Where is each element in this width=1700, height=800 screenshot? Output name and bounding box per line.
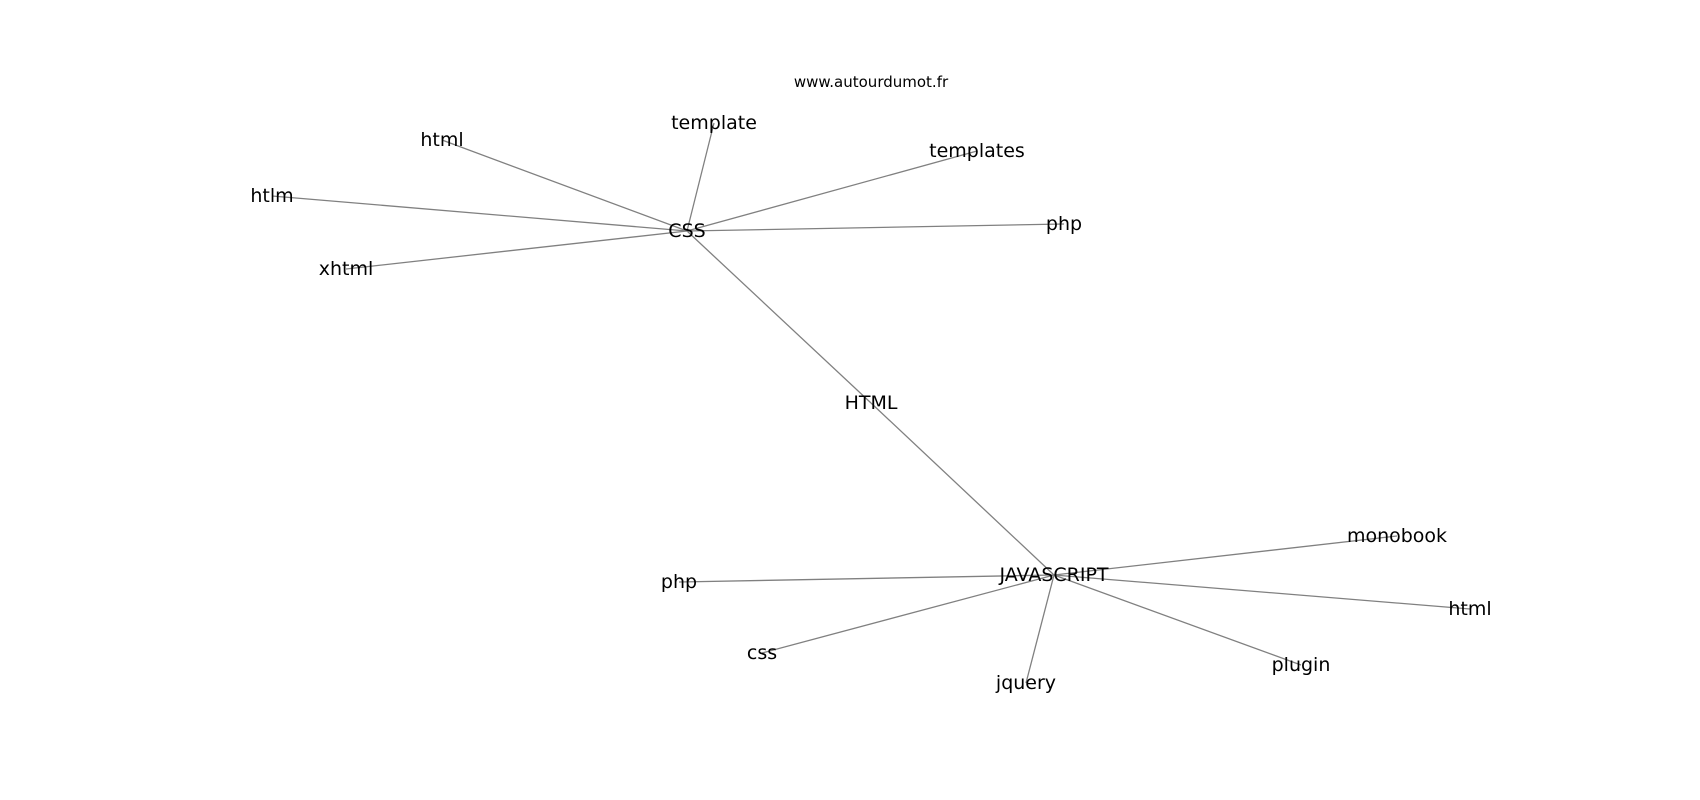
edge-css-css_htlm <box>271 195 688 232</box>
node-js-plugin[interactable]: plugin <box>1272 654 1331 676</box>
node-html-center[interactable]: HTML <box>845 392 898 414</box>
edge-javascript-js_php <box>678 574 1055 583</box>
node-css-xhtml[interactable]: xhtml <box>319 258 374 280</box>
edge-javascript-js_jquery <box>1025 574 1055 684</box>
edge-css-css_xhtml <box>345 230 688 270</box>
edge-html_center-css <box>686 230 872 404</box>
graph-edges <box>271 122 1471 684</box>
node-js-css[interactable]: css <box>747 642 777 664</box>
source-credit: www.autourdumot.fr <box>794 73 949 91</box>
node-css-htlm[interactable]: htlm <box>250 185 293 207</box>
edge-html_center-javascript <box>870 402 1055 576</box>
node-js-jquery[interactable]: jquery <box>995 672 1056 694</box>
node-css-html[interactable]: html <box>420 129 463 151</box>
graph-nodes: HTML CSS JAVASCRIPT template html templates ht… <box>250 112 1491 694</box>
edge-css-css_html <box>441 139 688 232</box>
edge-javascript-js_css <box>761 574 1055 654</box>
node-css-templates[interactable]: templates <box>929 140 1025 162</box>
node-css[interactable]: CSS <box>668 220 705 242</box>
node-js-php[interactable]: php <box>661 571 697 593</box>
node-css-template[interactable]: template <box>671 112 757 134</box>
edge-css-css_php <box>686 223 1065 232</box>
node-javascript[interactable]: JAVASCRIPT <box>998 564 1108 586</box>
edge-css-css_template <box>686 122 715 232</box>
edge-javascript-js_plugin <box>1053 574 1302 666</box>
edge-javascript-js_monobook <box>1053 535 1398 576</box>
node-js-monobook[interactable]: monobook <box>1347 525 1447 547</box>
edge-javascript-js_html <box>1053 574 1471 610</box>
edge-css-css_templates <box>686 150 978 232</box>
node-css-php[interactable]: php <box>1046 213 1082 235</box>
node-js-html[interactable]: html <box>1448 598 1491 620</box>
